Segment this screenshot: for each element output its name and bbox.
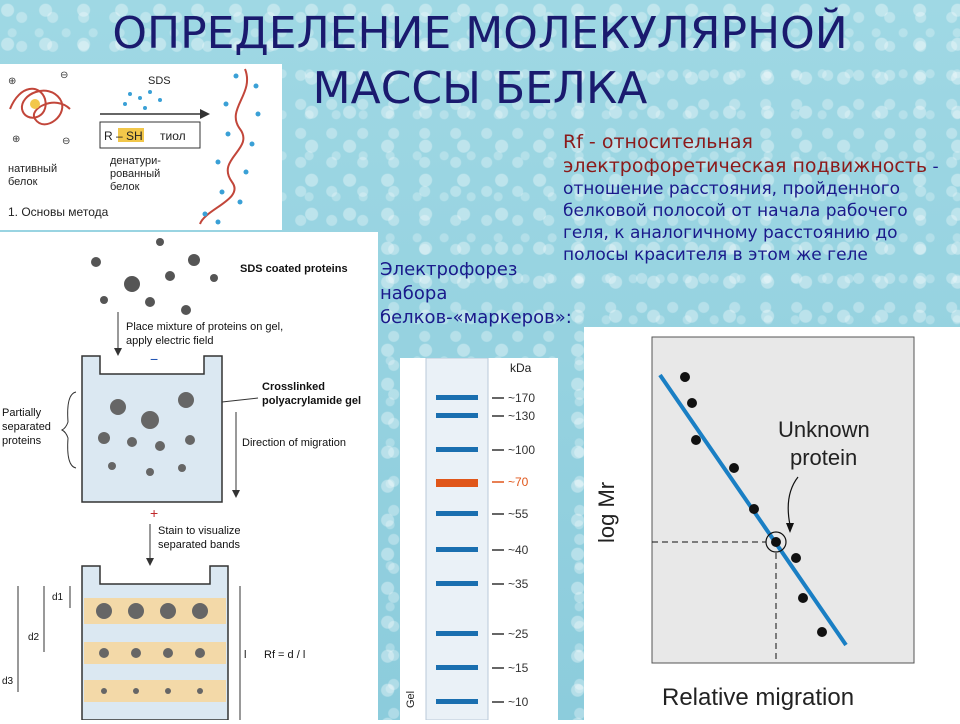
- protein-blobs-gel1: [98, 392, 195, 476]
- gel-marker-label: ~130: [508, 409, 535, 423]
- gel-band: [436, 699, 478, 704]
- data-points: [680, 372, 827, 637]
- partially-label-2: separated: [2, 421, 51, 433]
- d1-label: d1: [52, 592, 64, 603]
- minus-electrode: −: [150, 351, 158, 367]
- disulfide-marker-icon: [30, 99, 40, 109]
- gel-marker-label: ~170: [508, 391, 535, 405]
- denat-label-3: белок: [110, 181, 140, 193]
- gel-marker-label: ~15: [508, 661, 529, 675]
- stain-label-2: separated bands: [158, 539, 240, 551]
- place-label-1: Place mixture of proteins on gel,: [126, 321, 283, 333]
- native-protein-icon: [9, 87, 71, 126]
- rf-term: Rf - относительная электрофоретическая п…: [563, 131, 928, 177]
- step1-arrow-head-icon: [114, 348, 122, 356]
- electrophoresis-caption: Электрофорез набора белков-«маркеров»:: [380, 259, 572, 328]
- charge-markers: ⊕ ⊖ ⊕ ⊖: [8, 70, 70, 147]
- gel-band: [436, 479, 478, 487]
- plus-electrode: +: [150, 505, 158, 521]
- band-2: [84, 642, 226, 664]
- procedure-panel: SDS coated proteins Place mixture of pro…: [0, 232, 378, 721]
- arrow-head-icon: [200, 109, 210, 119]
- svg-text:⊕: ⊕: [12, 134, 20, 145]
- annotation-arrow-head-icon: [786, 523, 794, 533]
- sh-highlight: [118, 128, 144, 142]
- band-3: [84, 680, 226, 702]
- gel-band: [436, 631, 478, 636]
- gel-marker-label: ~55: [508, 507, 529, 521]
- gel-marker-label: ~40: [508, 543, 529, 557]
- gel-lane: [425, 357, 489, 721]
- svg-text:⊖: ⊖: [60, 70, 68, 81]
- gel-band: [436, 511, 478, 516]
- rf-definition: Rf - относительная электрофоретическая п…: [563, 130, 958, 266]
- partially-label-3: proteins: [2, 435, 42, 447]
- annotation-line-2: protein: [790, 445, 857, 470]
- gel-marks: ~170 ~130 ~100 ~70 ~55 ~40 ~35 ~25 ~15 ~10: [436, 391, 535, 709]
- gel-unit-label: kDa: [510, 361, 532, 375]
- denatured-protein-icon: [199, 68, 248, 225]
- gel-ladder: kDa Gel ~170~130~100~70~55~40~35~25~15~1…: [405, 357, 535, 721]
- gel-band: [436, 413, 478, 418]
- partially-label-1: Partially: [2, 407, 42, 419]
- denat-label-2: рованный: [110, 168, 160, 180]
- crosslinked-label-1: Crosslinked: [262, 381, 325, 393]
- protein-blobs-gel2: [96, 603, 208, 694]
- annotation-line-1: Unknown: [778, 417, 870, 442]
- place-label-2: apply electric field: [126, 335, 213, 347]
- sds-dots: [123, 90, 162, 110]
- gel-side-label: Gel: [405, 691, 417, 708]
- reagent-box: [99, 121, 201, 149]
- rsh-label: R – SH: [104, 129, 143, 143]
- step2-arrow-head-icon: [146, 558, 154, 566]
- y-axis-label: log Mr: [594, 482, 619, 543]
- migration-arrow-head-icon: [232, 490, 240, 498]
- denat-label-1: денатури-: [110, 155, 161, 167]
- method-illustration: ⊕ ⊖ ⊕ ⊖ нативный белок SDS R – SH тиол дена…: [8, 68, 261, 225]
- gel-chamber-1: [81, 355, 223, 503]
- gel-band: [436, 581, 478, 586]
- gel-band: [436, 547, 478, 552]
- gel-marker-label: ~10: [508, 695, 529, 709]
- svg-text:⊕: ⊕: [8, 76, 16, 87]
- plot-area: [651, 336, 915, 664]
- distance-arrows: [17, 586, 241, 720]
- gel-marker-label: ~25: [508, 627, 529, 641]
- sds-label: SDS: [148, 75, 171, 87]
- gel-band: [436, 447, 478, 452]
- calibration-plot: Unknown protein log Mr Relative migratio…: [594, 336, 915, 711]
- d3-label: d3: [2, 676, 14, 687]
- rf-description: - отношение расстояния, пройденного белк…: [563, 157, 939, 265]
- native-label-2: белок: [8, 176, 38, 188]
- rf-formula: Rf = d / l: [264, 649, 305, 661]
- protein-blobs-top: [91, 238, 218, 315]
- gel-band: [436, 665, 478, 670]
- d2-label: d2: [28, 632, 40, 643]
- l-label: l: [244, 649, 246, 661]
- annotation-arrow: [787, 476, 799, 526]
- method-caption: 1. Основы метода: [8, 205, 109, 219]
- svg-text:⊖: ⊖: [62, 136, 70, 147]
- gel-ladder-panel: kDa Gel ~170~130~100~70~55~40~35~25~15~1…: [400, 357, 558, 721]
- procedure-illustration: SDS coated proteins Place mixture of pro…: [2, 238, 361, 721]
- partially-brace: [60, 391, 77, 469]
- sds-coated-label: SDS coated proteins: [240, 263, 348, 275]
- denatured-sds-dots: [202, 73, 261, 225]
- crosslinked-label-2: polyacrylamide gel: [262, 395, 361, 407]
- gel-marker-label: ~100: [508, 443, 535, 457]
- direction-label: Direction of migration: [242, 437, 346, 449]
- method-panel: ⊕ ⊖ ⊕ ⊖ нативный белок SDS R – SH тиол дена…: [0, 64, 282, 230]
- x-axis-label: Relative migration: [662, 684, 854, 711]
- calibration-plot-panel: Unknown protein log Mr Relative migratio…: [584, 327, 960, 720]
- native-label-1: нативный: [8, 163, 57, 175]
- page-title: ОПРЕДЕЛЕНИЕ МОЛЕКУЛЯРНОЙ МАССЫ БЕЛКА: [112, 8, 848, 114]
- gel-marker-label: ~70: [508, 475, 529, 489]
- stain-label-1: Stain to visualize: [158, 525, 241, 537]
- gel-band: [436, 395, 478, 400]
- crosslinked-pointer: [221, 397, 259, 403]
- thiol-label: тиол: [160, 129, 186, 143]
- gel-marker-label: ~35: [508, 577, 529, 591]
